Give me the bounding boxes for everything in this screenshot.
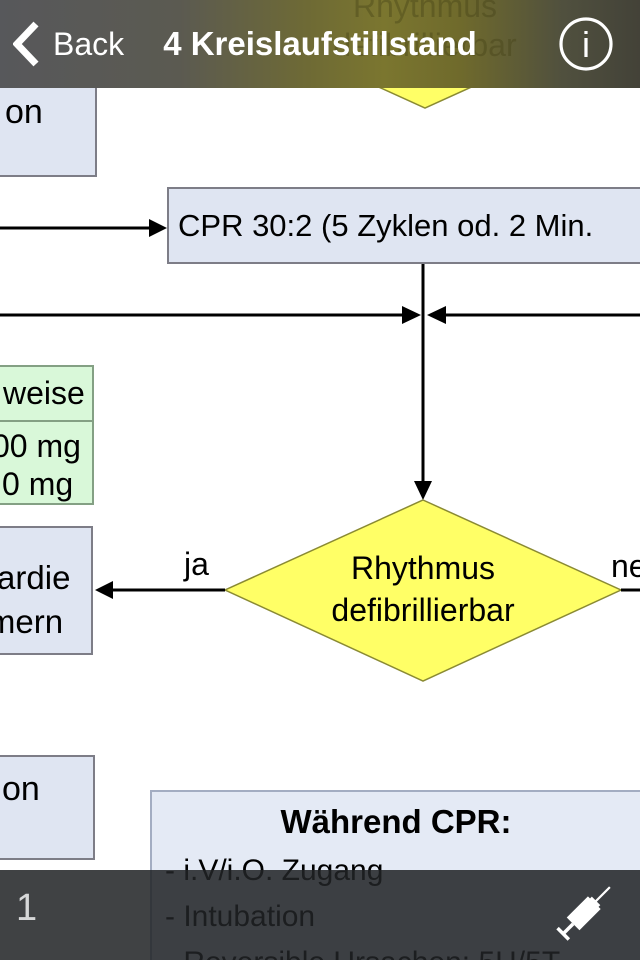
- navigation-bar: Rhythmus defibrillierbar 4 Kreislaufstil…: [0, 0, 640, 88]
- arrowhead-into-cpr: [149, 219, 167, 237]
- flow-box-drug-note: weise: [0, 365, 94, 422]
- flow-box-bottom-left-label: on: [2, 770, 40, 808]
- arrowhead-into-diamond: [414, 481, 432, 500]
- cpr-box-label: CPR 30:2 (5 Zyklen od. 2 Min.: [178, 207, 594, 243]
- page-title: 4 Kreislaufstillstand: [163, 25, 477, 62]
- arrowhead-merge-right: [427, 306, 446, 324]
- info-button[interactable]: i: [558, 16, 614, 72]
- rhythm-types-line-2: mern: [0, 603, 64, 640]
- bottom-toolbar: 1: [0, 870, 640, 960]
- decision-line-2: defibrillierbar: [331, 592, 515, 628]
- arrowhead-merge-left: [402, 306, 421, 324]
- flow-box-bottom-left: on: [0, 755, 95, 860]
- ja-branch-label: ja: [184, 546, 209, 582]
- chevron-left-icon: [13, 21, 39, 67]
- drug-dose-line-1: 00 mg: [0, 428, 81, 464]
- syringe-tool-button[interactable]: [546, 870, 616, 960]
- ghost-diamond-text-2: defibrillierbar: [333, 27, 517, 63]
- decision-diamond-text: Rhythmus defibrillierbar: [283, 547, 563, 631]
- flow-box-cpr: CPR 30:2 (5 Zyklen od. 2 Min.: [167, 187, 640, 264]
- flow-box-rhythm-types: kardie mern: [0, 526, 93, 655]
- back-button[interactable]: Back: [13, 0, 124, 88]
- syringe-icon: [556, 886, 611, 941]
- page-number: 1: [16, 887, 38, 929]
- arrowhead-ja: [95, 581, 113, 599]
- drug-note-label: weise: [3, 375, 85, 411]
- during-cpr-title: Während CPR:: [280, 803, 512, 840]
- decision-line-1: Rhythmus: [350, 550, 496, 586]
- info-icon-glyph: i: [582, 24, 590, 65]
- nein-branch-label: ne: [611, 548, 640, 584]
- info-icon: [559, 17, 613, 71]
- back-button-label: Back: [53, 25, 125, 62]
- ghost-diamond-text-1: Rhythmus: [352, 0, 498, 24]
- rhythm-types-line-1: kardie: [0, 559, 71, 596]
- drug-dose-line-2: 0 mg: [2, 466, 74, 502]
- flow-box-top-left-label: on: [5, 93, 43, 131]
- decision-diamond: [223, 499, 623, 682]
- flow-box-drug-doses: 00 mg 0 mg: [0, 420, 94, 505]
